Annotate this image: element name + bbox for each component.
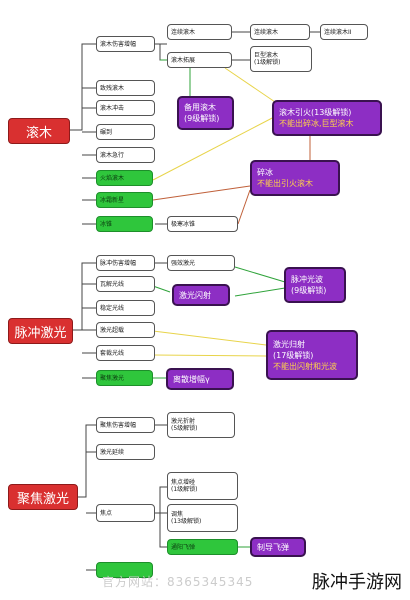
node-bottom-partial [96,562,153,578]
node-laser-extend: 激光延续 [96,444,155,460]
node-strong-laser: 强效激光 [167,255,235,271]
node-continuous-log: 连续滚木 [167,24,232,40]
node-continuous-log-ii: 连续滚木II [320,24,368,40]
node-continuous-log-2: 连续滚木 [250,24,310,40]
node-stable-ray: 稳定光线 [96,300,155,316]
root-pulse-laser: 脉冲激光 [8,318,73,344]
node-log-expand: 滚木拓展 [167,52,232,68]
node-log-damage-boost: 滚木伤害增幅 [96,36,155,52]
node-ice-cone: 冰锥 [96,216,153,232]
watermark: 官方网站：8365345345 [102,575,254,589]
node-focus-damage-boost: 聚焦伤害增幅 [96,417,155,433]
node-crippling-log: 致残滚木 [96,80,155,96]
root-focus-laser: 聚焦激光 [8,484,78,510]
node-extreme-ice-cone: 极寒冰锥 [167,216,238,232]
node-focal-boost: 焦点增碰(1级解锁) [167,472,238,500]
node-focal-point: 焦点 [96,504,155,522]
node-pulse-damage-boost: 脉冲伤害增幅 [96,255,155,271]
callout-discrete-boost: 离散增幅γ [166,368,234,390]
node-guided-shot: 通阳飞弹 [167,539,238,555]
node-giant-log: 巨型滚木(1级解锁) [250,46,312,72]
callout-shatter-ice: 碎冰不能出引火滚木 [250,160,340,196]
node-focus-adjust: 调焦(13级解锁) [167,504,238,532]
node-laser-overload: 激光超载 [96,322,155,338]
node-laser-refraction: 激光折射(5级解锁) [167,412,235,438]
node-disintegrate-ray: 瓦解光线 [96,276,155,292]
callout-spare-log: 备用滚木(9级解锁) [177,96,234,130]
callout-log-ignite: 滚木引火(13级解锁)不能出碎冰,巨型滚木 [272,100,382,136]
node-crush: 碾到 [96,124,155,140]
callout-guided-missile: 制导飞弹 [250,537,306,557]
node-log-impact: 滚木冲击 [96,100,155,116]
node-fire-log: 火焰滚木 [96,170,153,186]
node-focus-laser: 聚焦激光 [96,370,153,386]
node-log-rush: 滚木急行 [96,147,155,163]
root-rolling-log: 滚木 [8,118,70,144]
node-bind-ray: 套裁光线 [96,345,155,361]
callout-pulse-wave: 脉冲光波(9级解锁) [284,267,346,303]
site-brand: 脉冲手游网 [312,572,402,593]
callout-laser-flash: 激光闪射 [172,284,230,306]
node-frost-nova: 冰霜新星 [96,192,153,208]
callout-laser-return: 激光归射(17级解锁)不能出闪射和光波 [266,330,358,380]
